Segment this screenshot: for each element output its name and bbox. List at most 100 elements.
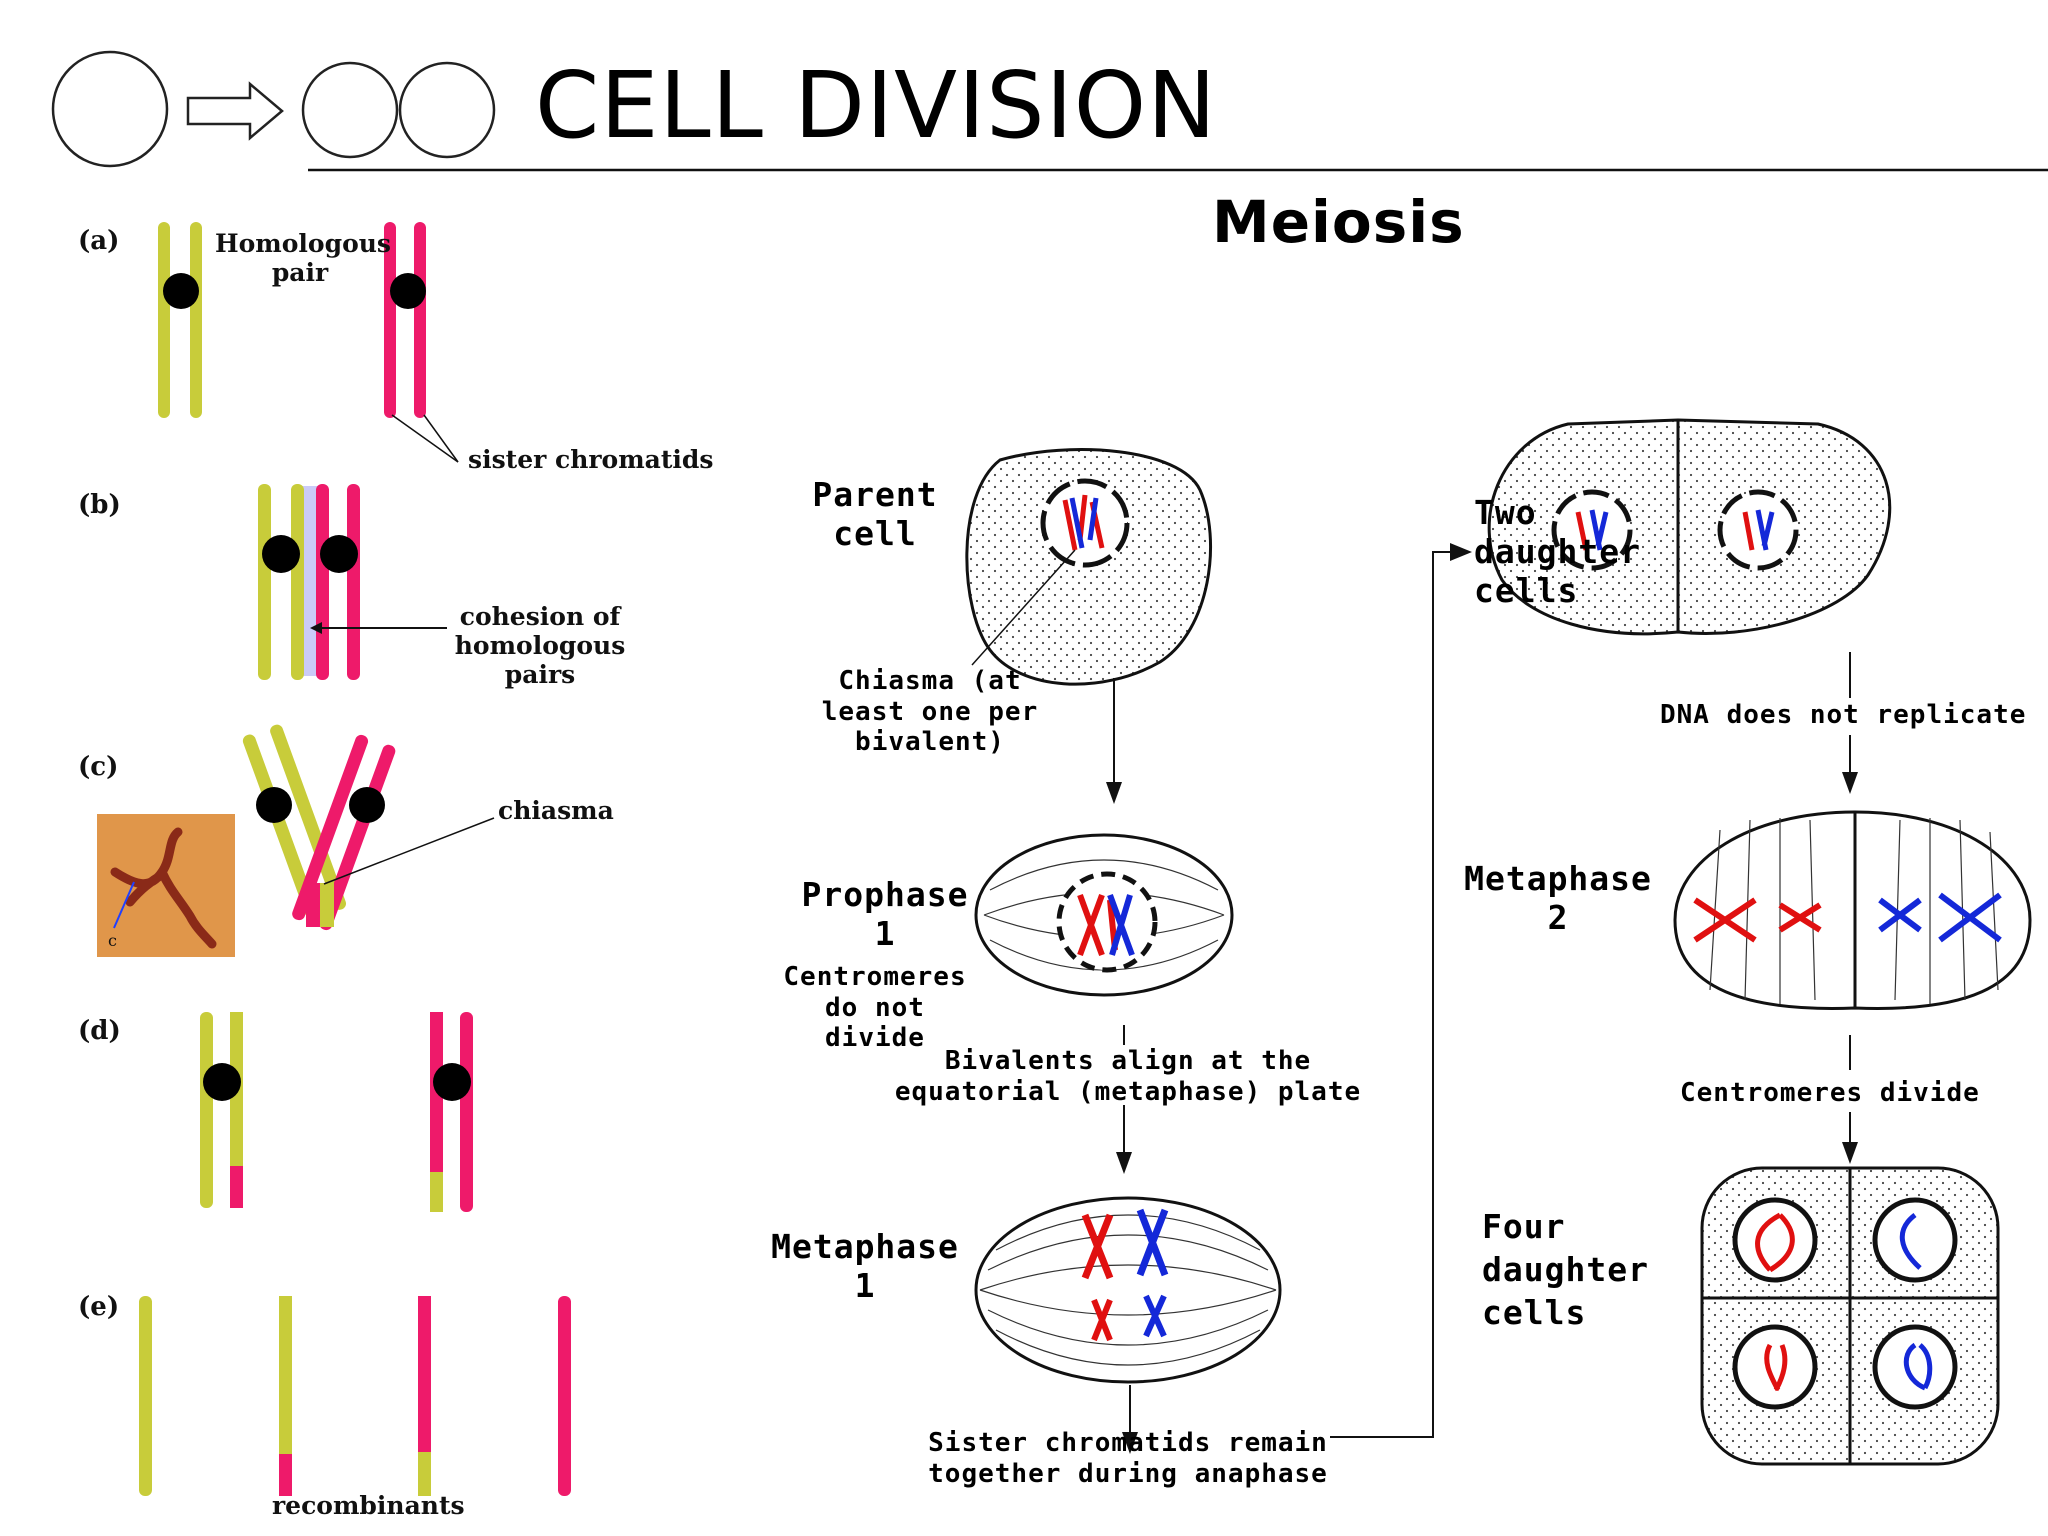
metaphase1-cell <box>974 1196 1282 1384</box>
label-parent-cell: Parent cell <box>812 475 938 553</box>
daughter-cell-left-icon <box>301 61 399 159</box>
recombinant-segment-pink <box>279 1454 292 1496</box>
arrowhead <box>1106 782 1122 804</box>
chromatid-yellow <box>158 222 170 418</box>
label-dna-not: DNA does not replicate <box>1660 700 2027 730</box>
label-sister-remain: Sister chromatids remain together during… <box>928 1428 1328 1489</box>
centromere <box>349 787 385 823</box>
label-chiasma-note: Chiasma (at least one per bivalent) <box>821 666 1039 758</box>
label-photo-c: c <box>108 931 117 950</box>
label-recombinants: recombinants <box>272 1491 465 1520</box>
panel-label-a: (a) <box>78 226 120 256</box>
final-chromosome-red <box>1764 1343 1788 1392</box>
photo-chromosome <box>110 827 217 949</box>
exchanged-segment-pink <box>306 883 320 927</box>
arrowhead <box>1842 1142 1858 1164</box>
final-chromosome-blue <box>1903 1342 1933 1391</box>
parent-nucleus <box>1040 478 1130 568</box>
flow-connector <box>1330 551 1458 1438</box>
pointer-line <box>391 414 459 463</box>
chromatid-yellow <box>200 1012 213 1208</box>
parent-chromosomes-blue <box>1069 497 1099 549</box>
chromosome-yellow <box>139 1296 152 1496</box>
daughter-chromosomes-red <box>1575 511 1755 551</box>
label-homologous-pair: Homologous pair <box>215 229 392 287</box>
final-chromosome-blue <box>1899 1213 1922 1270</box>
centromere <box>256 787 292 823</box>
spindle-lines <box>979 1214 1277 1366</box>
chromatid-pink <box>414 222 426 418</box>
label-centromeres-divide: Centromeres divide <box>1680 1078 1980 1108</box>
crossing-over-diagram <box>97 222 571 1496</box>
chromatid-pink <box>430 1012 443 1178</box>
metaphase1-red-upper <box>1081 1213 1114 1280</box>
exchanged-segment-yellow <box>320 883 334 927</box>
prophase-nucleus <box>1056 871 1158 973</box>
title-graphic <box>51 50 2048 172</box>
arrow-right-icon <box>186 81 284 141</box>
label-prophase: Prophase 1 <box>801 875 969 953</box>
arrowhead <box>310 622 322 634</box>
label-two-daughter: Two daughter cells <box>1474 493 1641 610</box>
daughter-chromosomes-blue <box>1589 509 1775 551</box>
centromere <box>390 273 426 309</box>
chromosome-yellow-recombinant <box>279 1296 292 1456</box>
daughter-nucleus <box>1732 1324 1818 1410</box>
chromatid-pink <box>384 222 396 418</box>
recombinant-segment-pink <box>230 1166 243 1208</box>
pointer-line <box>423 414 459 463</box>
chromatid-pink <box>316 484 329 680</box>
pointer-line <box>323 817 495 885</box>
pointer-line <box>971 549 1076 666</box>
chromatid-yellow <box>291 484 304 680</box>
photo-pointer <box>113 881 135 929</box>
label-metaphase1: Metaphase 1 <box>771 1227 959 1305</box>
final-chromosome-red <box>1755 1212 1795 1273</box>
meiosis-title: Meiosis <box>1212 188 1465 256</box>
arrowhead <box>1842 772 1858 794</box>
page-title: CELL DIVISION <box>535 52 1217 159</box>
daughter-nucleus <box>1732 1197 1818 1283</box>
metaphase2-blue <box>1878 892 2002 943</box>
chromatid-pink <box>460 1012 473 1212</box>
metaphase1-red-lower <box>1091 1298 1113 1342</box>
label-centromeres-not: Centromeres do not divide <box>783 962 967 1054</box>
panel-label-d: (d) <box>78 1016 121 1046</box>
centromere <box>163 273 199 309</box>
chromosome-pink-recombinant <box>418 1296 431 1454</box>
chromatid-yellow <box>190 222 202 418</box>
single-cell-icon <box>51 50 169 168</box>
centromere <box>433 1063 471 1101</box>
label-four-daughter: Four daughter cells <box>1482 1207 1649 1332</box>
label-sister-chromatids: sister chromatids <box>468 445 714 474</box>
label-cohesion: cohesion of homologous pairs <box>454 602 626 689</box>
centromere <box>203 1063 241 1101</box>
daughter-nucleus <box>1872 1197 1958 1283</box>
metaphase1-blue-lower <box>1143 1294 1167 1338</box>
arrowhead <box>1116 1152 1132 1174</box>
daughter-cell-right-icon <box>398 61 496 159</box>
prophase-chromosomes-blue <box>1107 893 1135 957</box>
label-bivalents-align: Bivalents align at the equatorial (metap… <box>894 1046 1362 1107</box>
chromatid-pink <box>347 484 360 680</box>
metaphase2-red <box>1693 897 1822 943</box>
daughter-nucleus <box>1551 489 1633 571</box>
centromere <box>320 535 358 573</box>
meiosis-diagram <box>965 418 2032 1466</box>
metaphase1-blue-upper <box>1136 1208 1169 1277</box>
panel-label-c: (c) <box>78 752 119 782</box>
panel-label-e: (e) <box>78 1292 120 1322</box>
arrowhead <box>1122 1432 1138 1454</box>
recombinant-segment-yellow <box>418 1452 431 1496</box>
recombinant-segment-yellow <box>430 1172 443 1212</box>
chromatid-yellow <box>258 484 271 680</box>
label-metaphase2: Metaphase 2 <box>1464 859 1652 937</box>
arrowhead <box>1450 543 1472 561</box>
daughter-nucleus <box>1872 1324 1958 1410</box>
panel-label-b: (b) <box>78 490 121 520</box>
chromosome-pink <box>558 1296 571 1496</box>
label-chiasma: chiasma <box>498 796 614 825</box>
yellow-pair-tilted <box>242 724 346 920</box>
centromere <box>262 535 300 573</box>
